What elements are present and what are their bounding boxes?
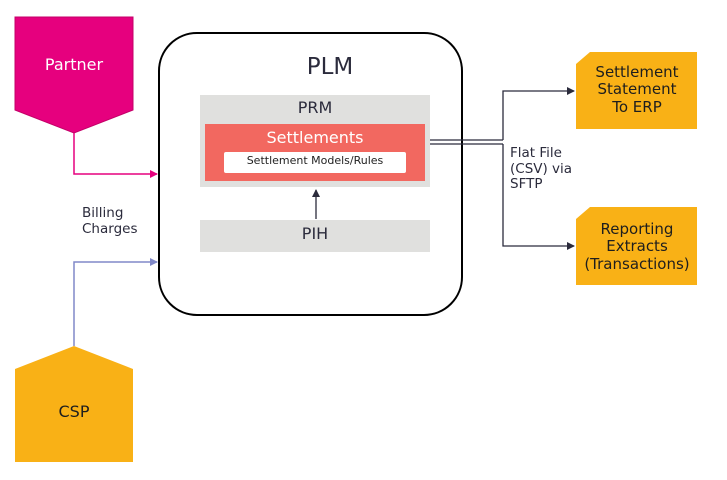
flat-file-line: SFTP	[510, 176, 543, 193]
flat-file-label: Flat File (CSV) via SFTP	[510, 145, 573, 193]
pih-box	[200, 220, 430, 252]
billing-charges-line: Charges	[82, 220, 138, 237]
erp-output-line: Statement	[597, 80, 677, 99]
settlement-rules-label: Settlement Models/Rules	[246, 154, 384, 167]
csp-label: CSP	[58, 402, 90, 421]
csp-to-plm-arrow	[73, 258, 158, 346]
reporting-output-label: Reporting Extracts (Transactions)	[577, 220, 697, 273]
settlement-rules-box	[224, 152, 406, 173]
reporting-output-line: Extracts	[606, 237, 668, 256]
billing-charges-line: Billing	[82, 205, 124, 221]
settlements-label: Settlements	[266, 128, 364, 147]
prm-label: PRM	[297, 98, 333, 117]
csp-shape	[15, 346, 133, 462]
erp-output-label: Settlement Statement To ERP	[577, 63, 697, 116]
flat-file-line: (CSV) via	[510, 160, 573, 177]
flat-file-line: Flat File	[510, 145, 562, 161]
to-reporting-arrow	[502, 144, 575, 250]
partner-shape	[14, 16, 134, 134]
reporting-output-line: (Transactions)	[584, 254, 690, 273]
plm-label: PLM	[306, 54, 354, 80]
erp-output-line: To ERP	[612, 97, 662, 116]
reporting-output-shape	[576, 207, 697, 285]
erp-output-line: Settlement	[595, 63, 679, 81]
to-erp-arrow	[502, 87, 575, 140]
partner-to-plm-arrow	[73, 133, 158, 178]
billing-charges-label: Billing Charges	[82, 205, 138, 237]
partner-label: Partner	[44, 55, 104, 74]
pih-label: PIH	[301, 224, 329, 243]
reporting-output-line: Reporting	[600, 220, 674, 238]
erp-output-shape	[576, 52, 697, 129]
